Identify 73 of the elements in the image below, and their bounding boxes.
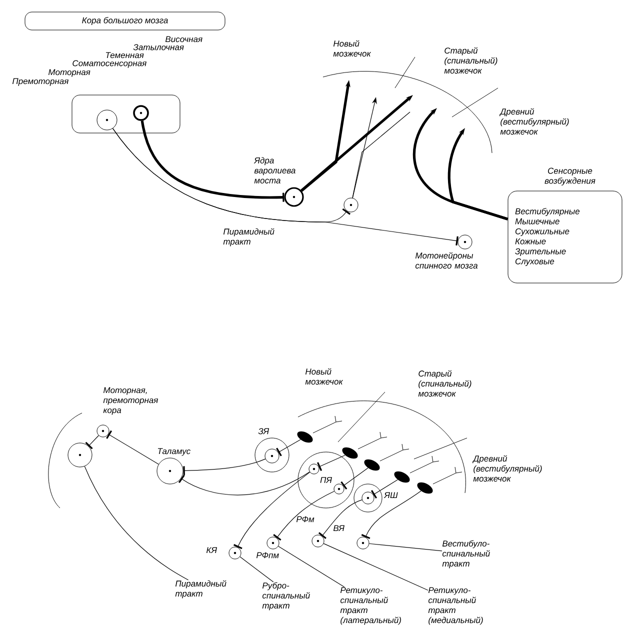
tract-label: Вестибуло-спинальный тракт (442, 540, 490, 568)
cortex-box (72, 94, 180, 134)
neuron-circle (264, 448, 280, 464)
neuron-circle (308, 464, 320, 474)
nucleus-label: РФпм (256, 552, 279, 558)
nucleus-label: ВЯ (333, 525, 344, 532)
purkinje-cell (297, 431, 313, 443)
region-label: Пирамидный тракт (223, 228, 274, 246)
axon (276, 439, 301, 456)
nucleus-label: КЯ (206, 547, 217, 554)
neuron-circle (254, 438, 290, 472)
axon (368, 543, 442, 552)
region-label: Новый мозжечок (305, 368, 344, 385)
region-label: Старый (спинальный) мозжечок (444, 47, 498, 74)
neuron-circle (458, 234, 472, 250)
box-heading: Сенсорные возбуждения (544, 168, 596, 186)
purkinje-cell (417, 482, 433, 494)
title-box: Кора большого мозга (24, 12, 226, 30)
neuron-circle (228, 546, 242, 560)
axon (140, 120, 284, 202)
neuron-circle (354, 484, 382, 512)
region-label: Затылочная (133, 44, 184, 50)
node-label: Сухожильные (515, 228, 570, 236)
node-label: Слуховые (515, 258, 554, 266)
neuron-circle (156, 458, 184, 484)
neuron-circle (334, 484, 344, 494)
sensory-box: Вестибулярные Мышечные Сухожильные Кожные Зрительные Слуховые (508, 190, 622, 284)
region-label: Новый мозжечок (333, 40, 372, 57)
nucleus-label: РФм (296, 516, 314, 522)
node-label: Кожные (515, 238, 546, 244)
nucleus-label: Моторная, премоторная кора (103, 387, 158, 415)
axon (112, 128, 458, 246)
region-label: Древний (вестибулярный) мозжечок (499, 108, 569, 135)
region-label: Старый (спинальный) мозжечок (418, 370, 472, 397)
neuron-circle (356, 536, 370, 550)
axon (106, 430, 159, 465)
node-label: Мышечные (515, 218, 560, 224)
neuron-circle (96, 110, 118, 130)
region-label: Соматосенсорная (72, 60, 146, 68)
region-label: Древний (вестибулярный) мозжечок (472, 455, 542, 482)
nucleus-label: Мотонейроны спинного мозга (415, 252, 478, 269)
region-label: Премоторная (12, 78, 68, 86)
tract-label: Пирамидный тракт (175, 580, 226, 598)
neuron-circle (68, 442, 92, 468)
axon (240, 556, 274, 582)
axon (85, 435, 99, 450)
neuron-circle (312, 534, 324, 548)
axon (352, 112, 410, 198)
tract-label: Рубро-спинальный тракт (262, 582, 310, 610)
axon (278, 546, 345, 588)
nucleus-label: ЗЯ (258, 428, 270, 434)
region-label: Моторная (48, 69, 90, 77)
axon (183, 458, 266, 476)
neuron-circle (362, 492, 374, 504)
purkinje-cell (364, 459, 380, 471)
neuron-circle (284, 187, 304, 207)
nucleus-label: Таламус (158, 448, 190, 456)
neuron-circle (133, 105, 149, 121)
nucleus-label: ЯШ (384, 492, 398, 498)
neuron-circle (266, 536, 280, 550)
region-label: Теменная (106, 52, 144, 58)
axon (84, 466, 189, 580)
axon (273, 490, 335, 541)
node-label: Зрительные (515, 248, 566, 256)
nucleus-label: Ядра варолиева моста (254, 157, 296, 184)
neuron-circle (344, 198, 358, 212)
purkinje-cell (394, 471, 410, 483)
tract-label: Ретикуло-спинальный тракт (медиальный) (428, 587, 483, 625)
axon (323, 543, 428, 591)
node-label: Вестибулярные (515, 208, 580, 216)
purkinje-cell (342, 447, 358, 459)
tract-label: Ретикуло-спинальный тракт (латеральный) (340, 587, 401, 625)
neuron-circle (96, 424, 110, 438)
